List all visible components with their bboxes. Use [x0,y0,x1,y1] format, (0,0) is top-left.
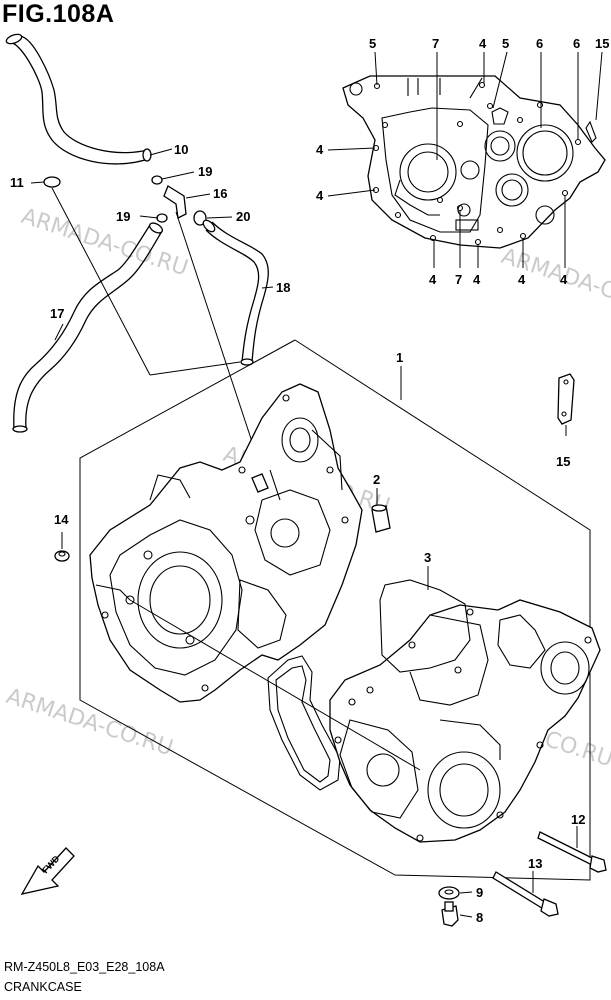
bolt-13 [492,871,559,917]
callout-17: 17 [50,306,64,321]
callout-12: 12 [571,812,585,827]
callout-9: 9 [476,885,483,900]
dowel-pin [371,504,391,533]
crankcase-detail-view [342,75,606,249]
callout-7: 7 [432,36,439,51]
callout-11: 11 [10,175,24,190]
washer-9 [438,886,460,900]
callout-1: 1 [396,350,403,365]
callout-6: 6 [573,36,580,51]
bolt-12 [537,831,607,873]
callout-5: 5 [502,36,509,51]
callout-13: 13 [528,856,542,871]
callout-8: 8 [476,910,483,925]
callout-2: 2 [373,472,380,487]
bolt-8 [441,901,459,927]
callout-20: 20 [236,209,250,224]
breather-hoses [5,33,269,433]
figure-name: CRANKCASE [4,980,82,994]
crankcase-right-half [329,579,601,843]
callouts: 5 7 4 5 6 6 15 4 4 4 7 4 4 4 10 19 11 16… [10,36,609,925]
callout-16: 16 [213,186,227,201]
callout-4: 4 [429,272,437,287]
callout-4: 4 [473,272,481,287]
callout-7: 7 [455,272,462,287]
callout-5: 5 [369,36,376,51]
watermark: ARMADA-CO.RU [3,684,176,761]
assembly-line [129,599,421,771]
callout-4: 4 [479,36,487,51]
callout-4: 4 [316,142,324,157]
bracket-15 [557,373,575,425]
figure-code: RM-Z450L8_E03_E28_108A [4,960,165,974]
callout-19: 19 [116,209,130,224]
fwd-arrow: FWD [20,847,75,895]
callout-15: 15 [556,454,570,469]
callout-19: 19 [198,164,212,179]
callout-14: 14 [54,512,69,527]
assembly-outline [79,339,591,881]
callout-10: 10 [174,142,188,157]
hose-leaders [30,148,274,473]
figure-title: FIG.108A [2,0,115,28]
washer-part-14 [54,550,70,562]
callout-4: 4 [560,272,568,287]
main-leaders [61,366,578,918]
callout-6: 6 [536,36,543,51]
watermark: ARMADA-CO.RU [498,244,611,321]
callout-18: 18 [276,280,290,295]
callout-15: 15 [595,36,609,51]
callout-3: 3 [424,550,431,565]
callout-4: 4 [518,272,526,287]
top-view-leaders [327,51,603,268]
crankcase-left-half [89,383,363,703]
callout-4: 4 [316,188,324,203]
crankcase-gasket [267,655,341,791]
